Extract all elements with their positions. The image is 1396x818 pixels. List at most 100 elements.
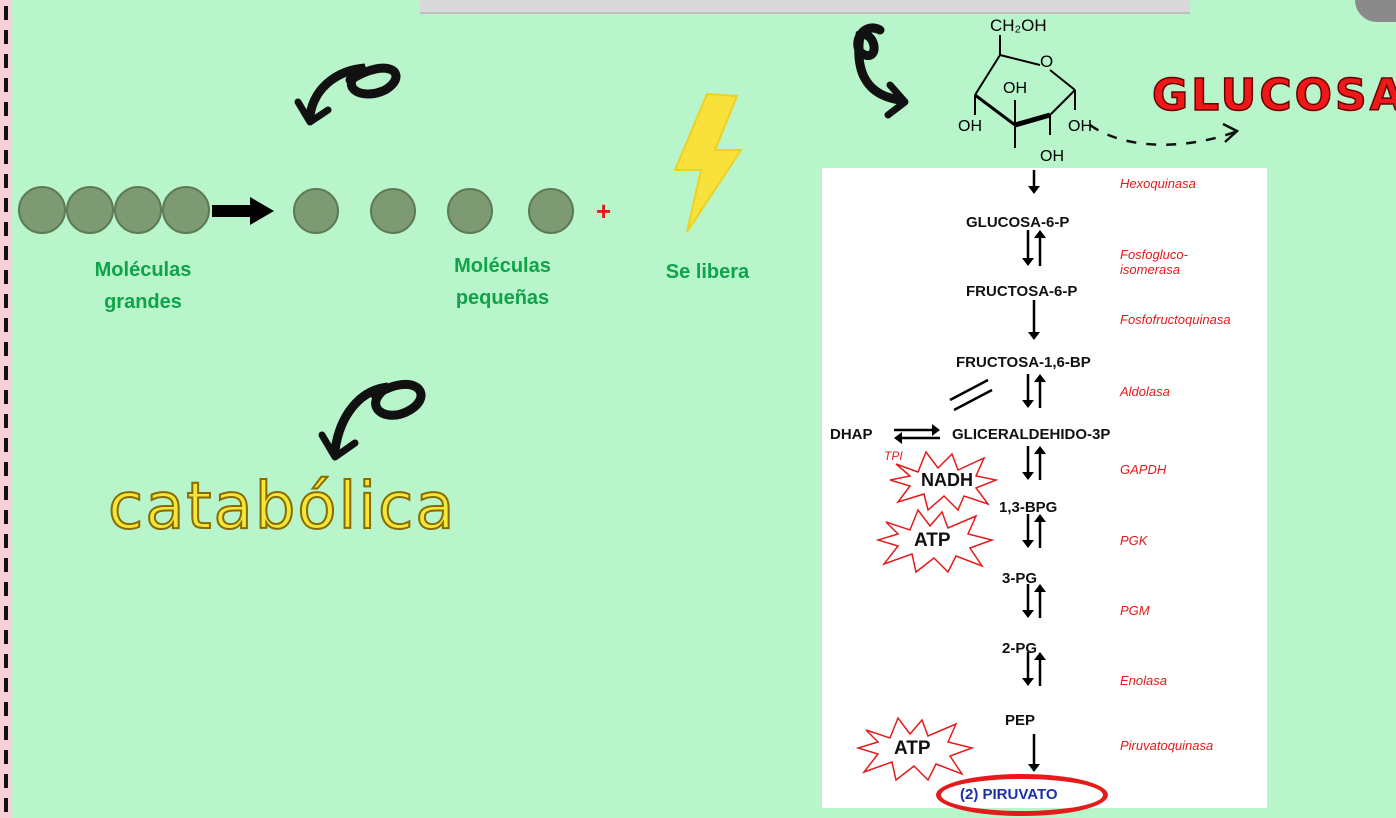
pathway-arrows xyxy=(894,170,1046,772)
border-dash xyxy=(4,582,8,596)
page-title: catabólica xyxy=(107,469,457,545)
border-dash xyxy=(4,750,8,764)
border-dash xyxy=(4,486,8,500)
border-dash xyxy=(4,678,8,692)
border-dash xyxy=(4,438,8,452)
arrowhead xyxy=(1022,258,1034,266)
arrowhead xyxy=(1022,678,1034,686)
arrowhead xyxy=(1028,764,1040,772)
ch2oh-label: CH₂OH xyxy=(990,16,1047,35)
arrowhead xyxy=(1022,610,1034,618)
border-dash xyxy=(4,150,8,164)
border-dash xyxy=(4,510,8,524)
plus-sign: + xyxy=(596,196,612,226)
metabolite-dhap: DHAP xyxy=(830,426,873,443)
metabolite-glucose-6p: GLUCOSA-6-P xyxy=(966,214,1070,231)
arrowhead xyxy=(1034,230,1046,238)
curly-arrow-icon xyxy=(853,23,909,119)
border-dash xyxy=(4,318,8,332)
border-dash xyxy=(4,174,8,188)
atp-label: ATP xyxy=(894,738,931,759)
border-dash xyxy=(4,270,8,284)
small-molecule xyxy=(293,188,339,234)
border-dash xyxy=(4,390,8,404)
enzyme-label: Fosfofructoquinasa xyxy=(1120,312,1231,327)
corner-decoration xyxy=(1355,0,1396,22)
border-dash xyxy=(4,126,8,140)
arrowhead xyxy=(932,424,940,436)
border-dash xyxy=(4,342,8,356)
arrowhead xyxy=(1022,400,1034,408)
large-molecule-bead xyxy=(162,186,210,234)
border-dash xyxy=(4,246,8,260)
metabolite-fructose-16bp: FRUCTOSA-1,6-BP xyxy=(956,354,1091,371)
right-arrow-icon xyxy=(212,197,274,225)
enzyme-label: PGK xyxy=(1120,533,1148,548)
border-dash xyxy=(4,54,8,68)
border-dash xyxy=(4,654,8,668)
ring-oxygen-label: O xyxy=(1040,52,1054,71)
arrowhead xyxy=(1034,652,1046,660)
border-dash xyxy=(4,30,8,44)
enzyme-label: GAPDH xyxy=(1120,462,1167,477)
enzyme-label: Fosfogluco- isomerasa xyxy=(1120,247,1188,277)
large-molecule-bead xyxy=(66,186,114,234)
atp-burst-icon xyxy=(876,508,995,574)
glucose-title: GLUCOSA xyxy=(1151,69,1396,122)
oh-label: OH xyxy=(1068,118,1092,135)
arrow-shaft xyxy=(949,378,989,402)
border-dash xyxy=(4,6,8,20)
arrowhead xyxy=(1034,514,1046,522)
border-dash xyxy=(4,366,8,380)
label-energy-release: Se libera xyxy=(665,261,750,283)
border-dash xyxy=(4,294,8,308)
metabolite-g3p: GLICERALDEHIDO-3P xyxy=(952,426,1111,443)
label-small-molecules: Moléculas pequeñas xyxy=(454,255,551,309)
lightning-icon xyxy=(673,92,743,233)
enzyme-label: Piruvatoquinasa xyxy=(1120,738,1214,753)
arrowhead xyxy=(894,432,902,444)
border-dash xyxy=(4,726,8,740)
atp-label: ATP xyxy=(914,530,951,551)
large-molecule-bead xyxy=(114,186,162,234)
oh-label: OH xyxy=(958,118,982,135)
border-dash xyxy=(4,606,8,620)
arrowhead xyxy=(1028,332,1040,340)
border-dash xyxy=(4,534,8,548)
metabolite-2pg: 2-PG xyxy=(1002,640,1038,657)
curly-arrow-icon xyxy=(294,63,401,126)
nadh-burst-icon xyxy=(889,450,998,512)
oh-label: OH xyxy=(1040,148,1064,165)
border-dash xyxy=(4,198,8,212)
border-dash xyxy=(4,558,8,572)
arrowhead xyxy=(1034,446,1046,454)
enzyme-label: Enolasa xyxy=(1120,673,1167,688)
left-border xyxy=(0,0,12,818)
small-molecule xyxy=(370,188,416,234)
product-pyruvate: (2) PIRUVATO xyxy=(960,786,1058,803)
metabolite-3pg: 3-PG xyxy=(1002,570,1038,587)
enzyme-label: Hexoquinasa xyxy=(1120,176,1196,191)
small-molecule xyxy=(447,188,493,234)
metabolite-13bpg: 1,3-BPG xyxy=(999,499,1058,516)
arrowhead xyxy=(1022,540,1034,548)
metabolite-fructose-6p: FRUCTOSA-6-P xyxy=(966,283,1078,300)
metabolite-pep: PEP xyxy=(1005,712,1036,729)
border-dash xyxy=(4,222,8,236)
small-molecule xyxy=(528,188,574,234)
border-dash xyxy=(4,462,8,476)
border-dash xyxy=(4,702,8,716)
nadh-label: NADH xyxy=(921,470,973,490)
label-large-molecules: Moléculas grandes xyxy=(94,259,192,313)
oh-label: OH xyxy=(1003,80,1027,97)
border-dash xyxy=(4,78,8,92)
border-dash xyxy=(4,630,8,644)
enzyme-label-tpi: TPI xyxy=(884,449,903,463)
border-dash xyxy=(4,102,8,116)
enzyme-label: Aldolasa xyxy=(1120,384,1170,399)
enzyme-label: PGM xyxy=(1120,603,1150,618)
curly-arrow-icon xyxy=(318,379,426,461)
arrow-shaft xyxy=(953,388,993,412)
glycolysis-panel xyxy=(822,168,1267,808)
product-highlight-ellipse xyxy=(936,774,1108,816)
